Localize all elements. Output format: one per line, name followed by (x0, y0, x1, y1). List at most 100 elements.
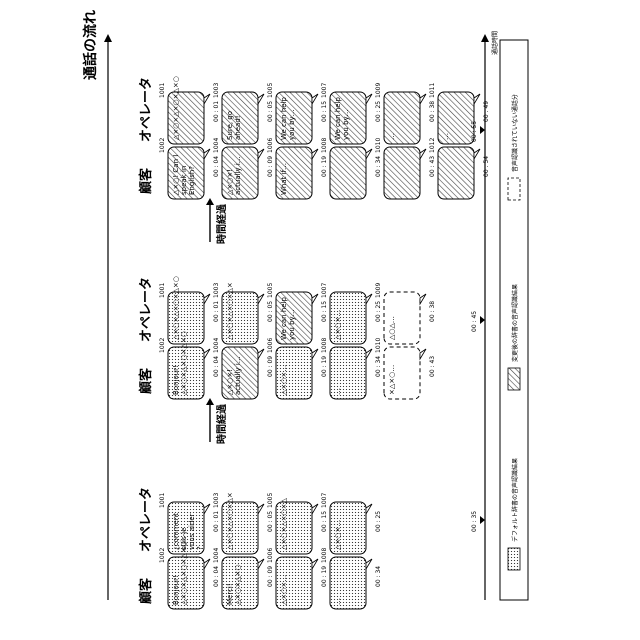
timestamp: 00 : 05 (267, 101, 274, 122)
reference-number: 1007 (321, 493, 328, 508)
bubble-tail (312, 559, 318, 569)
bubble-tail (366, 504, 372, 514)
customer-bubble: 00 : 54 1012 (429, 138, 490, 199)
bubble-text: vous aider (188, 513, 196, 550)
flow-arrow-head (104, 34, 112, 42)
operator-bubble: ¿commentsuis-jevous aider?00 : 011001 (159, 493, 220, 554)
reference-number: 1008 (321, 138, 328, 153)
reference-number: 1012 (429, 138, 436, 153)
bubble-tail (204, 149, 210, 159)
bubble-tail (366, 349, 372, 359)
timestamp: 00 : 05 (267, 511, 274, 532)
customer-bubble: △×○! Can Ispeak inEnglish?00 : 041002 (159, 138, 220, 199)
reference-number: 1010 (375, 338, 382, 353)
timeline-tick-label: 00 : 55 (471, 121, 478, 142)
timestamp: 00 : 19 (321, 356, 328, 377)
customer-bubble: …00 : 341008 (321, 338, 382, 399)
bubble-text: △×○×△×○×△×○ (172, 76, 180, 140)
bubble-body (438, 147, 474, 199)
operator-bubble: △×○×△×○×△00 : 151005 (267, 493, 328, 554)
reference-number: 1006 (267, 548, 274, 563)
bubble-text: ¿comment (172, 513, 180, 550)
bubble-text: … (334, 598, 342, 605)
bubble-text: ×△×○… (388, 365, 396, 395)
bubble-text: … (442, 133, 450, 140)
bubble-tail (258, 149, 264, 159)
bubble-text: △×○×! (226, 169, 234, 195)
reference-number: 1003 (213, 83, 220, 98)
bubble-text: you by… (342, 109, 350, 140)
timeline-tick-label: 00 : 35 (471, 511, 478, 532)
reference-number: 1005 (267, 83, 274, 98)
customer-bubble: … 00 : 34 1008 (321, 548, 382, 609)
operator-bubble: Sure, goahead!00 : 051003 (213, 83, 274, 144)
bubble-text: △×○×! (226, 369, 234, 395)
timestamp: 00 : 34 (375, 356, 382, 377)
bubble-text: you by… (288, 309, 296, 340)
bubble-tail (204, 504, 210, 514)
bubble-tail (474, 94, 480, 104)
bubble-body (384, 147, 420, 199)
time-passage-label: 時間経過 (215, 203, 228, 244)
timestamp: 00 : 19 (321, 566, 328, 587)
legend-label: デフォルト辞書の音声認識結果 (511, 458, 519, 542)
timestamp: 00 : 54 (483, 156, 490, 177)
operator-bubble: △×○×△×○×△× 00 : 05 1003 (213, 492, 274, 554)
bubble-text: speak in (180, 166, 188, 195)
reference-number: 1004 (213, 138, 220, 153)
legend-label: 変更後の辞書の音声認識結果 (511, 284, 519, 362)
customer-bubble: △×○×…00 : 191006 (267, 548, 328, 609)
reference-number: 1009 (375, 283, 382, 298)
bubble-tail (366, 294, 372, 304)
timestamp: 00 : 01 (213, 301, 220, 322)
bubble-tail (258, 349, 264, 359)
bubble-text: △○△… (388, 316, 396, 340)
bubble-text: you by… (288, 109, 296, 140)
timestamp: 00 : 43 (429, 156, 436, 177)
legend-swatch (508, 368, 520, 390)
reference-number: 1006 (267, 138, 274, 153)
diagram-content: オペレータ 顧客 ¿commentsuis-jevous aider?00 : 01… (82, 10, 528, 609)
timestamp: 00 : 05 (267, 301, 274, 322)
reference-number: 1003 (213, 493, 220, 508)
bubble-text: △×○×△×○×△× (226, 492, 234, 550)
timestamp: 00 : 04 (213, 356, 220, 377)
customer-header: 顧客 (138, 167, 154, 194)
bubble-tail (420, 94, 426, 104)
legend-swatch (508, 178, 520, 200)
bubble-tail (312, 504, 318, 514)
customer-bubble: Merci!△×○×△×○00 : 091004 (213, 548, 274, 609)
bubble-text: ahead! (234, 115, 242, 140)
customer-bubble: △×○×!actually i…00 : 091004 (213, 138, 274, 199)
panel-3: オペレータ顧客△×○×△×○×△×○00 : 011001△×○! Can Is… (138, 76, 490, 199)
bubble-text: We can help (280, 96, 288, 140)
timestamp: 00 : 19 (321, 156, 328, 177)
timeline: 通話時間00 : 3500 : 4500 : 55 (471, 31, 499, 600)
bubble-tail (312, 94, 318, 104)
reference-number: 1011 (429, 83, 436, 98)
timestamp: 00 : 34 (375, 156, 382, 177)
time-passage-label: 時間経過 (215, 403, 228, 444)
bubble-tail (366, 559, 372, 569)
bubble-text: △×○×… (280, 365, 288, 395)
operator-header: オペレータ (139, 487, 154, 552)
customer-bubble: What if…00 : 191006 (267, 138, 328, 199)
reference-number: 1001 (159, 283, 166, 298)
timestamp: 00 : 34 (375, 566, 382, 587)
reference-number: 1008 (321, 548, 328, 563)
operator-bubble: △×○×…00 : 251007 (321, 283, 382, 344)
operator-bubble: We can helpyou by…00 : 151005 (267, 283, 328, 344)
operator-bubble: We can helpyou by…00 : 251007 (321, 83, 382, 144)
bubble-text: △×○×△×○×△×○ (180, 541, 188, 605)
timeline-tick (480, 126, 485, 134)
bubble-tail (366, 149, 372, 159)
timestamp: 00 : 38 (429, 101, 436, 122)
bubble-text: We can help (280, 296, 288, 340)
time-passage-arrow: 時間経過 (206, 398, 228, 444)
reference-number: 1008 (321, 338, 328, 353)
timestamp: 00 : 09 (267, 356, 274, 377)
customer-bubble: 00 : 34 1008 (321, 138, 382, 199)
bubble-tail (258, 559, 264, 569)
bubble-text: △×○×△×○ (234, 564, 242, 605)
